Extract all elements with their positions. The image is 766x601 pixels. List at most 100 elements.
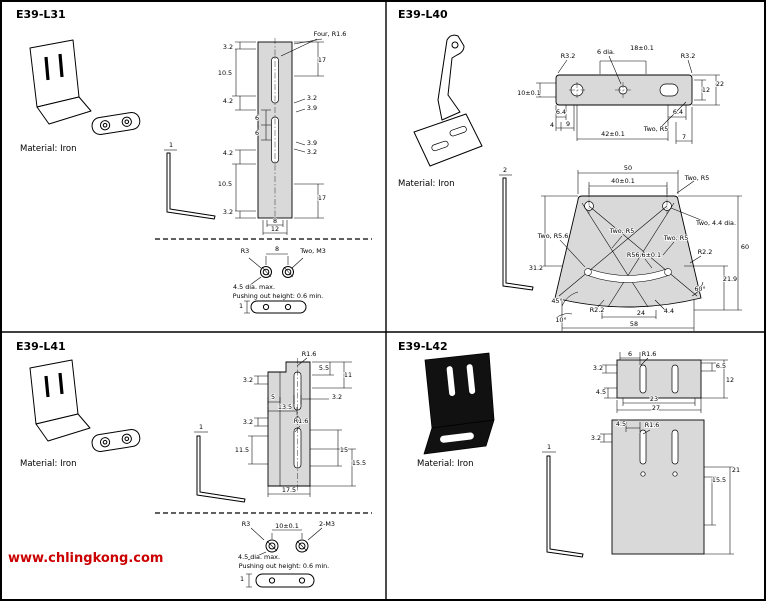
- hole-detail-view: [245, 253, 304, 289]
- dimension-lines-top: [536, 55, 720, 144]
- dim-label: R1.6: [645, 421, 660, 429]
- dim-label: 15.5: [352, 459, 366, 467]
- dim-label: 3.2: [593, 364, 603, 372]
- dim-label: 11.5: [235, 446, 249, 454]
- dim-label: 5: [271, 393, 275, 401]
- dim-label: R56.6±0.1: [627, 251, 661, 259]
- dim-label: 5.5: [319, 364, 329, 372]
- dim-label: 8: [275, 245, 279, 253]
- front-dimension-view: [257, 38, 293, 222]
- dim-label: 21: [732, 466, 740, 474]
- dim-label: 4.2: [223, 149, 233, 157]
- material-label-e39-l41: Material: Iron: [20, 459, 77, 469]
- side-profile-view: [542, 451, 584, 558]
- dim-label: 17.5: [282, 486, 296, 494]
- panel-title-e39-l41: E39-L41: [16, 340, 66, 353]
- dim-label: Two, R5: [684, 174, 710, 182]
- dim-label: 1: [240, 575, 244, 583]
- dim-label: 6.5: [716, 362, 726, 370]
- dim-label: Two, R5: [609, 227, 635, 235]
- dim-label: R3.2: [681, 52, 696, 60]
- dim-label: 3.2: [223, 208, 233, 216]
- bottom-profile-view: [246, 573, 315, 588]
- dim-label: 15.5: [712, 476, 726, 484]
- dim-label: 4.5 dia. max.: [238, 553, 280, 561]
- dim-label: 2-M3: [319, 520, 335, 528]
- material-label-e39-l40: Material: Iron: [398, 179, 455, 189]
- dim-label: 17: [318, 194, 326, 202]
- bracket-isometric-view: [29, 39, 92, 125]
- dim-label: 3.2: [243, 376, 253, 384]
- dim-label: Four, R1.6: [314, 30, 347, 38]
- dim-label: R1.6: [302, 350, 317, 358]
- dim-label: R1.6: [642, 350, 657, 358]
- dim-label: Two, R5: [663, 234, 689, 242]
- dim-label: 3.2: [307, 94, 317, 102]
- bracket-isometric-view: [423, 352, 495, 455]
- dim-label: 4: [550, 121, 554, 129]
- dim-label: 6.4: [673, 108, 683, 116]
- dim-label: 4.5 dia. max.: [233, 283, 275, 291]
- side-profile-view: [194, 431, 246, 503]
- dim-label: 24: [637, 309, 645, 317]
- bottom-profile-view: [244, 300, 307, 314]
- panel-title-e39-l42: E39-L42: [398, 340, 448, 353]
- dim-label: 3.9: [307, 139, 317, 147]
- dim-label: 12: [726, 376, 734, 384]
- dim-label: 45°: [551, 297, 562, 305]
- dim-label: R1.6: [294, 417, 309, 425]
- dim-label: 58: [630, 320, 638, 328]
- dim-label: 60: [741, 243, 749, 251]
- bracket-isometric-view: [29, 359, 91, 442]
- material-label-e39-l31: Material: Iron: [20, 144, 77, 154]
- dimension-labels: Four, R1.63.210.54.2173.23.9663.93.24.21…: [168, 29, 347, 311]
- top-dimension-view: [555, 74, 693, 106]
- dim-label: R2.2: [590, 306, 605, 314]
- dim-label: R2.2: [698, 248, 713, 256]
- dim-label: 42±0.1: [601, 130, 625, 138]
- dim-label: 4.4: [664, 307, 674, 315]
- dim-label: 1: [547, 443, 551, 451]
- dim-label: 3.9: [307, 104, 317, 112]
- dim-label: 10±0.1: [275, 522, 299, 530]
- dim-label: 4.5: [596, 388, 606, 396]
- dim-label: Two, 4.4 dia.: [695, 219, 736, 227]
- dim-label: 18±0.1: [630, 44, 654, 52]
- dim-label: 3.2: [332, 393, 342, 401]
- dim-label: 8: [273, 217, 277, 225]
- dimension-lines: [248, 357, 356, 497]
- dim-label: 3.2: [307, 148, 317, 156]
- dim-label: Pushing out height: 0.6 min.: [233, 292, 323, 300]
- dim-label: Two, R5.6: [537, 232, 569, 240]
- fan-dimension-view: [554, 188, 702, 308]
- dim-label: 27: [652, 404, 660, 412]
- watermark: www.chlingkong.com: [8, 551, 164, 566]
- dim-label: 7: [682, 133, 686, 141]
- dim-label: 3.2: [243, 418, 253, 426]
- dim-label: 10.5: [218, 180, 232, 188]
- dim-label: 40±0.1: [611, 177, 635, 185]
- panel-title-e39-l31: E39-L31: [16, 8, 66, 21]
- dim-label: 22: [716, 80, 724, 88]
- dim-label: 3.2: [223, 43, 233, 51]
- dim-label: 10±0.1: [517, 89, 541, 97]
- dim-label: 1: [239, 302, 243, 310]
- dim-label: R3.2: [561, 52, 576, 60]
- dim-label: 11: [344, 371, 352, 379]
- panel-e39-l31: Four, R1.63.210.54.2173.23.9663.93.24.21…: [29, 29, 372, 314]
- dim-label: R3: [241, 247, 250, 255]
- dim-label: 21.9: [723, 275, 737, 283]
- dim-label: Two, M3: [299, 247, 326, 255]
- dim-label: 6.4: [556, 108, 566, 116]
- dimension-lines: [232, 38, 324, 235]
- side-profile-view: [499, 174, 534, 291]
- dimension-lines-lower: [600, 422, 734, 555]
